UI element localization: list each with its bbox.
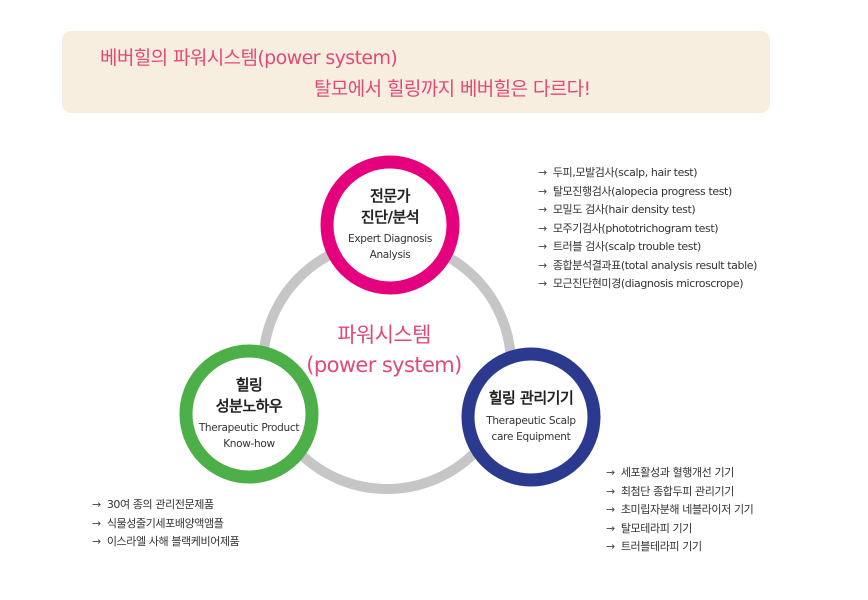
arrow-right-icon: → (538, 277, 547, 290)
device-list-item: → 탈모테라피 기기 (606, 520, 753, 539)
product-node-text: 힐링 성분노하우 Therapeutic Product Know-how (179, 375, 319, 452)
expert-list-item-text: 모주기검사(phototrichogram test) (552, 221, 719, 235)
expert-label-en2: Analysis (369, 249, 411, 261)
expert-list-item: → 두피,모발검사(scalp, hair test) (538, 164, 757, 183)
device-list-item-text: 세포활성과 혈행개선 기기 (620, 466, 735, 479)
expert-list-item: → 탈모진행검사(alopecia progress test) (538, 183, 757, 202)
expert-list-item: → 모밀도 검사(hair density test) (538, 201, 757, 220)
arrow-right-icon: → (538, 203, 547, 216)
device-list-item-text: 트러블테라피 기기 (620, 540, 702, 553)
device-node-text: 힐링 관리기기 Therapeutic Scalp care Equipment (461, 388, 601, 445)
expert-list-item: → 종합분석결과표(total analysis result table) (538, 257, 757, 276)
device-label-en1: Therapeutic Scalp (486, 415, 576, 427)
arrow-right-icon: → (92, 535, 101, 548)
healing-device-circle (461, 347, 601, 487)
banner-title: 베버힐의 파워시스템(power system) (100, 47, 398, 69)
arrow-right-icon: → (606, 503, 615, 516)
expert-label-en1: Expert Diagnosis (348, 233, 432, 245)
product-list-item: → 식물성줄기세포배양액앰플 (92, 515, 239, 534)
arrow-right-icon: → (606, 484, 615, 498)
device-list-item: → 최첨단 종합두피 관리기기 (606, 483, 753, 502)
arrow-right-icon: → (538, 221, 547, 235)
expert-list-item-text: 종합분석결과표(total analysis result table) (552, 258, 758, 272)
expert-list-item-text: 트러블 검사(scalp trouble test) (552, 240, 701, 253)
expert-list-item-text: 탈모진행검사(alopecia progress test) (552, 184, 732, 198)
device-list-item: → 초미립자분해 네블라이저 기기 (606, 501, 754, 520)
product-list-item-text: 이스라엘 사해 블랙케비어제품 (106, 535, 240, 548)
product-label-line1: 힐링 (235, 376, 263, 394)
device-list-item-text: 탈모테라피 기기 (620, 521, 693, 535)
expert-node-text: 전문가 진단/분석 Expert Diagnosis Analysis (320, 186, 460, 263)
arrow-right-icon: → (606, 540, 615, 553)
expert-list-item: → 트러블 검사(scalp trouble test) (538, 238, 757, 257)
center-title-en: (power system) (306, 353, 462, 377)
center-title-kr: 파워시스템 (337, 323, 431, 347)
device-label-en2: care Equipment (491, 431, 571, 443)
arrow-right-icon: → (92, 516, 101, 530)
arrow-right-icon: → (538, 258, 547, 272)
product-list-item: → 30여 종의 관리전문제품 (92, 496, 239, 515)
arrow-right-icon: → (538, 166, 547, 179)
device-list-item: → 트러블테라피 기기 (606, 538, 753, 557)
product-label-en2: Know-how (223, 438, 275, 450)
device-list-item-text: 초미립자분해 네블라이저 기기 (620, 503, 754, 516)
header-banner: 베버힐의 파워시스템(power system) 탈모에서 힐링까지 베버힐은 … (62, 31, 770, 113)
device-list-item-text: 최첨단 종합두피 관리기기 (620, 484, 735, 498)
device-feature-list: → 세포활성과 혈행개선 기기 → 최첨단 종합두피 관리기기 → 초미립자분해 네블라이… (606, 464, 754, 557)
expert-list-item-text: 모근진단현미경(diagnosis microscrope) (552, 277, 744, 290)
expert-list-item: → 모근진단현미경(diagnosis microscrope) (538, 275, 757, 294)
arrow-right-icon: → (538, 240, 547, 253)
center-title: 파워시스템 (power system) (268, 320, 500, 380)
expert-list-item: → 모주기검사(phototrichogram test) (538, 220, 757, 239)
product-list-item-text: 30여 종의 관리전문제품 (106, 498, 214, 511)
product-feature-list: → 30여 종의 관리전문제품 → 식물성줄기세포배양액앰플 → 이스라엘 사해 블랙케비… (92, 496, 240, 552)
device-label-line1: 힐링 관리기기 (488, 389, 574, 407)
expert-label-line2: 진단/분석 (360, 208, 420, 226)
arrow-right-icon: → (606, 466, 615, 479)
expert-list-item-text: 두피,모발검사(scalp, hair test) (552, 166, 698, 179)
arrow-right-icon: → (606, 521, 615, 535)
product-list-item: → 이스라엘 사해 블랙케비어제품 (92, 533, 240, 552)
expert-feature-list: → 두피,모발검사(scalp, hair test) → 탈모진행검사(alopec… (538, 164, 757, 294)
healing-product-circle (179, 344, 319, 484)
arrow-right-icon: → (92, 498, 101, 511)
arrow-right-icon: → (538, 184, 547, 198)
product-label-en1: Therapeutic Product (198, 422, 300, 434)
banner-subtitle: 탈모에서 힐링까지 베버힐은 다르다! (314, 78, 591, 100)
product-label-line2: 성분노하우 (215, 397, 283, 415)
expert-diagnosis-circle (320, 155, 460, 295)
product-list-item-text: 식물성줄기세포배양액앰플 (106, 516, 224, 530)
device-list-item: → 세포활성과 혈행개선 기기 (606, 464, 753, 483)
expert-label-line1: 전문가 (370, 187, 410, 205)
expert-list-item-text: 모밀도 검사(hair density test) (552, 203, 696, 216)
